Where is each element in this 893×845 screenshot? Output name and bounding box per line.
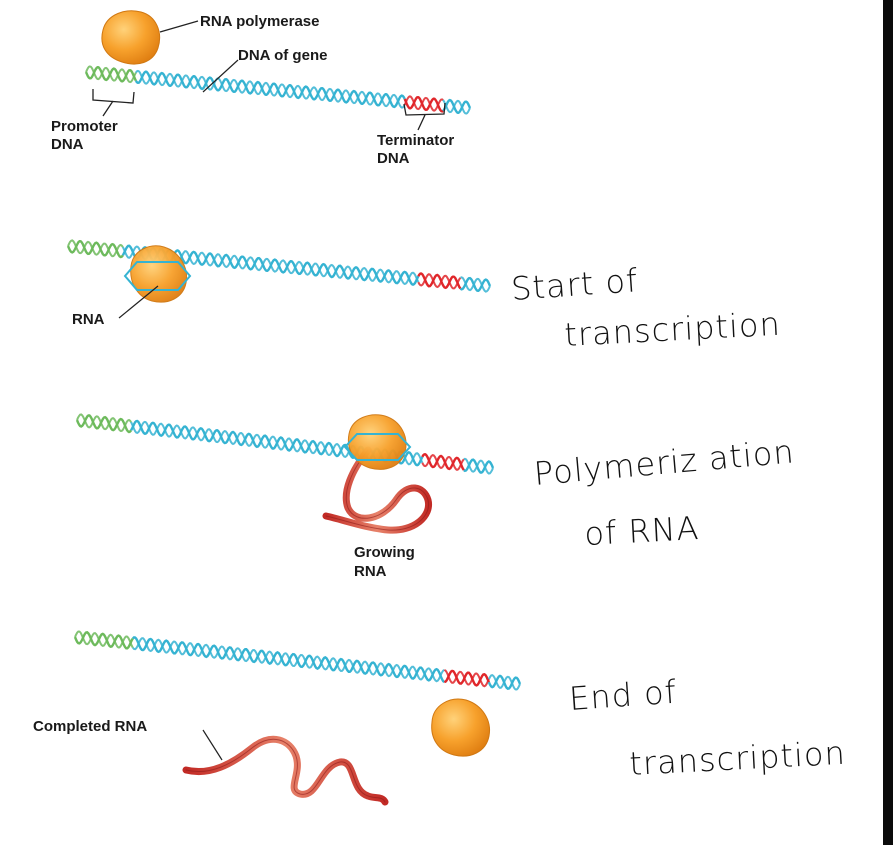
dna-gene-segment [134, 69, 406, 109]
stage-1-initial: RNA polymerase DNA of gene Promoter DNA … [51, 10, 472, 167]
dna-promoter-segment [84, 65, 137, 84]
dna-of-gene-label: DNA of gene [238, 47, 327, 64]
annotation-end-line1: End of [568, 673, 678, 718]
dna-helix-1 [84, 65, 472, 115]
dna-gene-segment [131, 636, 446, 683]
dna-tail-segment [463, 457, 495, 475]
dna-promoter-segment [75, 413, 133, 434]
rna-label: RNA [72, 311, 105, 328]
annotation-start-line1: Start of [510, 261, 640, 308]
dna-strand-1 [75, 414, 133, 434]
terminator-bracket [403, 102, 446, 131]
dna-promoter-segment [66, 239, 124, 259]
stage-4-end: Completed RNA End of transcription [33, 630, 847, 806]
dna-strand-2 [135, 69, 406, 109]
annotation-polymerization-line1: Polymeriz ation [532, 432, 796, 493]
transcription-bubble-moving [343, 433, 412, 461]
promoter-dna-label-line2: DNA [51, 136, 84, 153]
dna-helix-3 [75, 413, 495, 475]
dna-strand-2 [442, 99, 471, 115]
rna-polymerase-enzyme-released [431, 698, 491, 757]
dna-tail-segment [442, 98, 472, 115]
dna-terminator-segment [403, 95, 444, 113]
dna-strand-2 [463, 457, 494, 475]
dna-strand-2 [443, 669, 490, 688]
dna-strand-1 [73, 631, 134, 650]
growing-rna-ribbon-edge [325, 449, 430, 531]
transcription-bubble [123, 261, 192, 291]
promoter-dna-label-line1: Promoter [51, 118, 118, 135]
completed-rna-ribbon [182, 735, 389, 806]
growing-rna-label-line1: Growing [354, 544, 415, 561]
annotation-start-line2: transcription [563, 305, 781, 354]
dna-tail-segment [487, 673, 522, 691]
dna-strand-2 [421, 454, 465, 471]
rna-polymerase-label: RNA polymerase [200, 13, 320, 30]
completed-rna-label: Completed RNA [33, 718, 147, 735]
dna-strand-2 [74, 630, 134, 649]
window-edge-bar [883, 0, 893, 845]
dna-of-gene-leader [202, 59, 239, 93]
dna-helix-4 [73, 630, 522, 691]
stage-2-start: RNA Start of transcription [66, 239, 782, 354]
dna-strand-2 [403, 95, 444, 112]
dna-strand-2 [132, 637, 445, 683]
rna-leader [118, 285, 159, 319]
dna-strand-1 [66, 239, 124, 259]
terminator-dna-label-line2: DNA [377, 150, 410, 167]
dna-strand-1 [444, 669, 490, 687]
dna-strand-2 [67, 239, 124, 258]
annotation-polymerization-line2: of RNA [583, 509, 700, 553]
dna-strand-1 [442, 98, 472, 115]
rna-polymerase-enzyme-bound [130, 245, 188, 303]
terminator-dna-label-line1: Terminator [377, 132, 454, 149]
dna-strand-2 [460, 276, 491, 293]
dna-strand-2 [417, 273, 462, 290]
stage-3-polymerization: Growing RNA Polymeriz ation of RNA [75, 413, 796, 580]
dna-tail-segment [459, 276, 492, 293]
dna-terminator-segment [443, 669, 490, 688]
dna-strand-2 [85, 65, 137, 84]
dna-strand-2 [76, 413, 132, 433]
dna-strand-1 [403, 95, 444, 113]
completed-rna-ribbon-edge [185, 738, 386, 803]
dna-promoter-segment [73, 630, 134, 650]
dna-strand-2 [488, 673, 521, 691]
rna-polymerase-enzyme-moving [347, 414, 407, 470]
promoter-bracket [92, 89, 135, 117]
completed-rna-leader [202, 729, 223, 761]
rna-polymerase-leader [159, 20, 199, 33]
annotation-end-line2: transcription [628, 734, 846, 783]
dna-terminator-segment [421, 453, 465, 471]
dna-terminator-segment [417, 272, 462, 290]
rna-polymerase-enzyme [101, 10, 161, 65]
growing-rna-label-line2: RNA [354, 563, 387, 580]
